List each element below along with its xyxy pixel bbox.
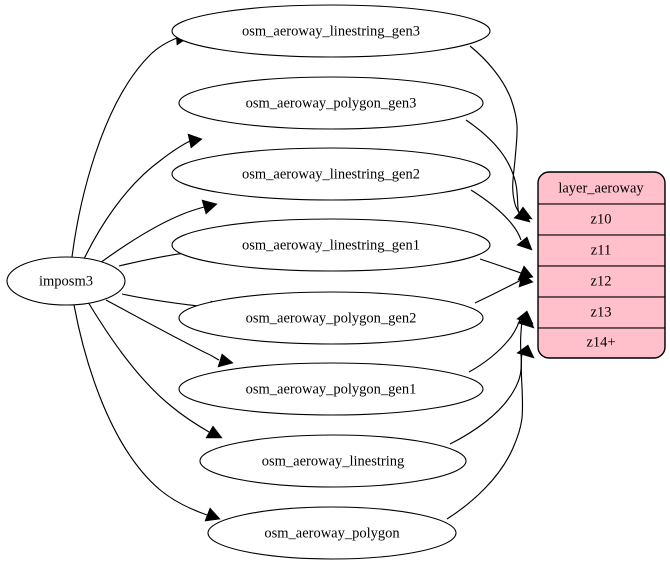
node-osm_aeroway_polygon_gen3-label: osm_aeroway_polygon_gen3 [246, 95, 417, 111]
node-osm_aeroway_polygon_gen2-shape[interactable] [178, 291, 484, 345]
edge-osm_aeroway_polygon_gen3-to-z10 [465, 119, 531, 223]
node-osm_aeroway_linestring-label: osm_aeroway_linestring [262, 453, 405, 469]
edge-imposm3-to-osm_aeroway_polygon_gen3 [83, 133, 203, 260]
layer-row-z10-label: z10 [591, 211, 612, 227]
layer-row-z12-label: z12 [591, 273, 612, 289]
layer-row-z11-cell[interactable] [538, 234, 665, 267]
layer-row-z10-cell[interactable] [538, 203, 665, 236]
node-osm_aeroway_linestring_gen2-shape[interactable] [171, 147, 491, 201]
edge-osm_aeroway_polygon-to-z14plus [446, 344, 535, 520]
layer-aeroway-table-outline [537, 171, 666, 359]
node-osm_aeroway_linestring_gen1-shape[interactable] [171, 218, 491, 272]
edge-imposm3-to-osm_aeroway_polygon [73, 304, 221, 522]
node-osm_aeroway_polygon[interactable]: osm_aeroway_polygon [207, 506, 457, 560]
edge-osm_aeroway_linestring_gen2-to-z11 [470, 189, 533, 251]
edge-osm_aeroway_linestring-to-z13 [449, 314, 535, 445]
node-osm_aeroway_polygon_gen1-label: osm_aeroway_polygon_gen1 [246, 381, 417, 397]
node-osm_aeroway_polygon_gen1-shape[interactable] [178, 362, 484, 416]
node-osm_aeroway_linestring_gen1-label: osm_aeroway_linestring_gen1 [242, 237, 420, 253]
node-osm_aeroway_linestring_gen1[interactable]: osm_aeroway_linestring_gen1 [171, 218, 491, 272]
node-osm_aeroway_linestring[interactable]: osm_aeroway_linestring [199, 434, 467, 488]
node-osm_aeroway_linestring_gen3[interactable]: osm_aeroway_linestring_gen3 [171, 4, 491, 58]
node-osm_aeroway_polygon_gen3[interactable]: osm_aeroway_polygon_gen3 [178, 76, 484, 130]
layer-aeroway-table[interactable] [538, 172, 665, 358]
layer-row-z12-cell[interactable] [538, 265, 665, 298]
edge-imposm3-to-osm_aeroway_linestring [87, 301, 223, 439]
node-osm_aeroway_linestring_gen2-label: osm_aeroway_linestring_gen2 [242, 166, 420, 182]
node-osm_aeroway_polygon_gen3-shape[interactable] [178, 76, 484, 130]
node-osm_aeroway_linestring_gen2[interactable]: osm_aeroway_linestring_gen2 [171, 147, 491, 201]
layer-row-z14plus-label: z14+ [586, 334, 615, 350]
layer-row-z14plus-cell[interactable] [538, 327, 665, 358]
layer-row-header-label: layer_aeroway [558, 180, 644, 196]
node-osm_aeroway_linestring-shape[interactable] [199, 434, 467, 488]
edge-group-tables-to-layer [446, 45, 535, 520]
node-osm_aeroway_polygon_gen1[interactable]: osm_aeroway_polygon_gen1 [178, 362, 484, 416]
edge-imposm3-to-osm_aeroway_linestring_gen3 [71, 30, 190, 258]
node-osm_aeroway_polygon-shape[interactable] [207, 506, 457, 560]
node-osm_aeroway_polygon_gen2-label: osm_aeroway_polygon_gen2 [246, 310, 417, 326]
node-osm_aeroway_linestring_gen3-label: osm_aeroway_linestring_gen3 [242, 23, 420, 39]
node-osm_aeroway_polygon_gen2[interactable]: osm_aeroway_polygon_gen2 [178, 291, 484, 345]
node-osm_aeroway_polygon-label: osm_aeroway_polygon [264, 525, 400, 541]
layer-row-z13-label: z13 [591, 304, 612, 320]
node-imposm3-shape[interactable] [6, 256, 126, 306]
node-osm_aeroway_linestring_gen3-shape[interactable] [171, 4, 491, 58]
edge-osm_aeroway_linestring_gen3-to-z10 [469, 45, 533, 220]
edge-imposm3-to-osm_aeroway_polygon_gen1 [105, 299, 234, 368]
edge-osm_aeroway_polygon_gen2-to-z12 [474, 272, 534, 304]
node-imposm3[interactable]: imposm3 [6, 256, 126, 306]
node-imposm3-label: imposm3 [39, 273, 93, 289]
edge-imposm3-to-osm_aeroway_linestring_gen2 [99, 199, 218, 264]
layer-row-z11-label: z11 [591, 242, 611, 258]
